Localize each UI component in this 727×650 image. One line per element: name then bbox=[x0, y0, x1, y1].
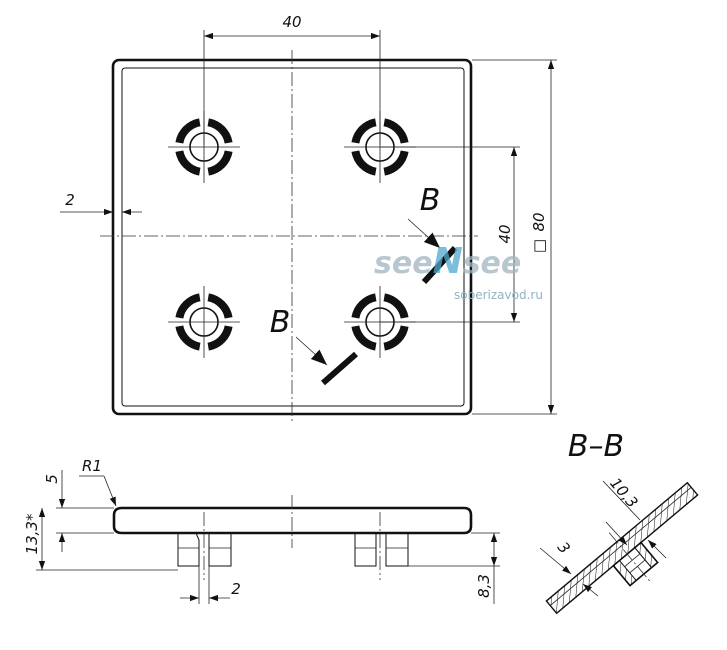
dimension-top-40: 40 bbox=[203, 13, 381, 145]
leg-ring-segment bbox=[207, 293, 233, 319]
section-dim-width-label: 10,3 bbox=[606, 474, 641, 511]
leg-ring-segment bbox=[207, 118, 233, 144]
watermark-left: see bbox=[374, 246, 433, 281]
leg-ring-segment bbox=[207, 150, 233, 176]
dim-total-height-label: 13,3* bbox=[23, 513, 41, 554]
section-label-upper: B bbox=[420, 183, 441, 218]
section-view bbox=[545, 481, 699, 615]
leg-ring-segment bbox=[351, 150, 377, 176]
dim-r1-label: R1 bbox=[82, 457, 102, 475]
section-cut-mark-upper bbox=[421, 245, 458, 285]
leg-ring-segment bbox=[175, 325, 201, 351]
leg-ring-segment bbox=[383, 325, 409, 351]
dim-leg-height-label: 8,3 bbox=[475, 574, 493, 598]
dim-left-2-label: 2 bbox=[65, 191, 75, 209]
top-view bbox=[100, 50, 478, 422]
leg-side-right bbox=[354, 533, 409, 567]
leg-ring-segment bbox=[383, 150, 409, 176]
dimension-r1: R1 bbox=[79, 457, 117, 507]
leg-ring-segment bbox=[383, 118, 409, 144]
dim-top-40-label: 40 bbox=[282, 13, 301, 31]
leg-ring-segment bbox=[351, 118, 377, 144]
leg-bottom-right bbox=[344, 286, 416, 358]
leg-ring-segment bbox=[207, 325, 233, 351]
watermark: seeNsee soberizavod.ru bbox=[374, 241, 543, 302]
leg-top-left bbox=[168, 111, 240, 183]
section-arrows: B B bbox=[270, 183, 458, 386]
leg-ring-segment bbox=[175, 293, 201, 319]
dimension-left-2: 2 bbox=[60, 191, 142, 216]
leg-side-left bbox=[177, 532, 232, 567]
leg-ring-segment bbox=[175, 150, 201, 176]
dimension-right-80: □ 80 bbox=[472, 59, 557, 415]
plate-side-profile bbox=[112, 506, 473, 535]
section-dim-gap-label: 3 bbox=[554, 538, 574, 557]
section-label-lower: B bbox=[270, 305, 291, 340]
section-cut-mark-lower bbox=[321, 351, 358, 386]
dim-right-80-label: 80 bbox=[530, 212, 548, 231]
leg-bottom-left bbox=[168, 286, 240, 358]
dim-bottom-2-label: 2 bbox=[231, 580, 241, 598]
dimension-bottom-2: 2 bbox=[180, 566, 241, 604]
leg-ring-segment bbox=[175, 118, 201, 144]
dim-thickness-label: 5 bbox=[43, 474, 61, 484]
dimension-right-83: 8,3 bbox=[408, 532, 500, 604]
plate-inner-outline bbox=[121, 67, 465, 407]
side-view bbox=[112, 495, 473, 580]
watermark-logo: seeNsee bbox=[374, 241, 521, 282]
watermark-right: see bbox=[463, 246, 522, 281]
watermark-url: soberizavod.ru bbox=[454, 288, 543, 302]
watermark-middle: N bbox=[433, 241, 463, 282]
leg-ring-segment bbox=[351, 325, 377, 351]
dim-right-40-label: 40 bbox=[496, 224, 514, 243]
section-title: B–B bbox=[568, 429, 624, 464]
leg-ring-segment bbox=[351, 293, 377, 319]
dimension-right-40: 40 bbox=[380, 146, 520, 323]
leg-ring-segment bbox=[383, 293, 409, 319]
dim-square-symbol: □ bbox=[530, 239, 548, 253]
dimension-left-stack: 5 13,3* bbox=[23, 470, 178, 571]
